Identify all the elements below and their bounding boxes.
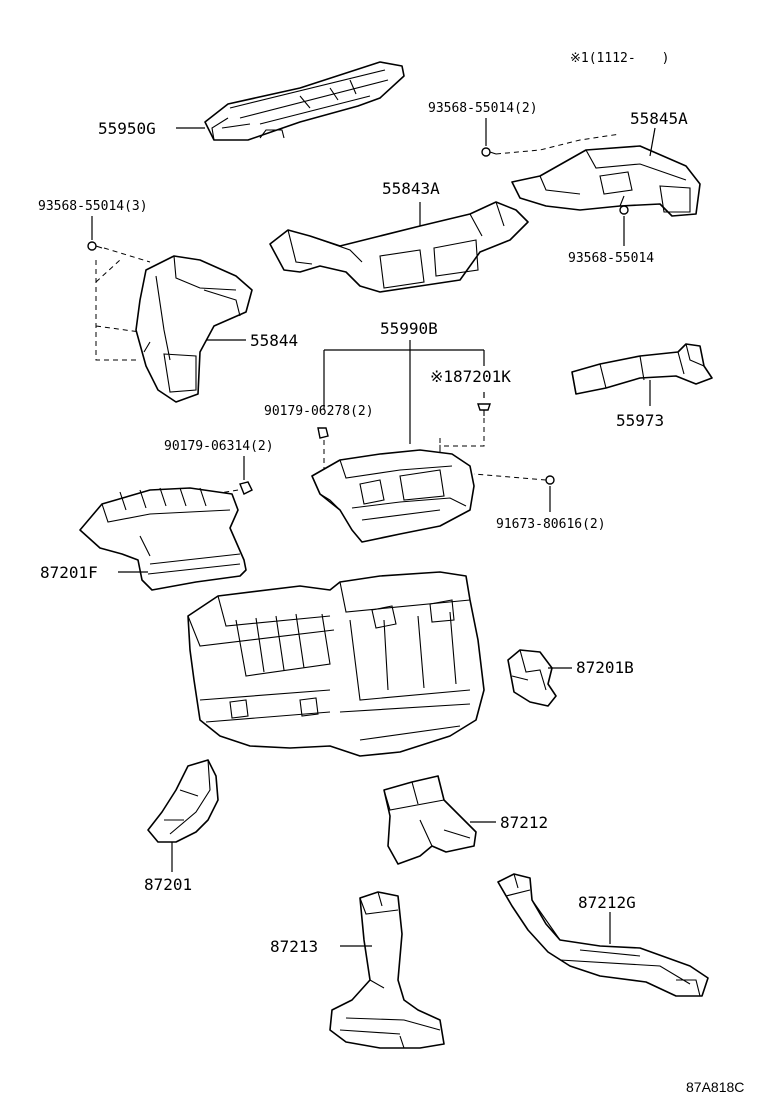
part-55843a[interactable] [269, 201, 529, 293]
part-55950g[interactable] [204, 61, 405, 141]
part-87212g[interactable] [497, 873, 709, 997]
bolt-91673-80616 [545, 475, 555, 485]
part-87201f[interactable] [79, 487, 247, 591]
bolt-93568-55014-3 [87, 241, 103, 251]
label-87213[interactable]: 87213 [270, 937, 318, 956]
label-91673-80616[interactable]: 91673-80616(2) [496, 517, 606, 532]
leader-55990b [323, 340, 485, 444]
label-55844[interactable]: 55844 [250, 331, 298, 350]
label-55845a[interactable]: 55845A [630, 109, 688, 128]
label-87201[interactable]: 87201 [144, 875, 192, 894]
label-87212g[interactable]: 87212G [578, 893, 636, 912]
part-55845a[interactable] [511, 145, 701, 217]
dashed-link-90179-06278 [323, 438, 441, 471]
label-93568-55014[interactable]: 93568-55014 [568, 251, 654, 266]
drawing-id: 87A818C [686, 1079, 744, 1095]
dashed-link-91673-80616 [473, 473, 547, 481]
label-87201f[interactable]: 87201F [40, 563, 98, 582]
label-90179-06278[interactable]: 90179-06278(2) [264, 404, 374, 419]
nut-90179-06278 [317, 427, 329, 439]
dashed-link-55845a [495, 133, 621, 155]
dashed-link-55844 [95, 247, 151, 361]
note-text: ※1(1112- ) [570, 51, 670, 66]
label-93568-55014-2[interactable]: 93568-55014(2) [428, 101, 538, 116]
bolt-93568-55014-2 [481, 147, 497, 157]
label-55843a[interactable]: 55843A [382, 179, 440, 198]
nut-90179-06314 [239, 481, 253, 495]
part-87201b[interactable] [507, 649, 557, 707]
label-55973[interactable]: 55973 [616, 411, 664, 430]
label-90179-06314[interactable]: 90179-06314(2) [164, 439, 274, 454]
bolt-93568-55014 [619, 205, 629, 215]
label-55950g[interactable]: 55950G [98, 119, 156, 138]
leader-55845a [649, 127, 656, 157]
clip-187201k [477, 403, 491, 416]
part-87201[interactable] [147, 759, 219, 843]
part-87212[interactable] [383, 775, 477, 865]
label-187201k[interactable]: ※187201K [430, 367, 511, 386]
label-55990b[interactable]: 55990B [380, 319, 438, 338]
label-87212[interactable]: 87212 [500, 813, 548, 832]
part-heater-unit[interactable] [187, 571, 485, 757]
part-87213[interactable] [329, 891, 445, 1049]
label-87201b[interactable]: 87201B [576, 658, 634, 677]
part-55990b[interactable] [311, 449, 475, 543]
part-55844[interactable] [135, 255, 253, 403]
label-93568-55014-3[interactable]: 93568-55014(3) [38, 199, 148, 214]
part-55973[interactable] [571, 343, 713, 395]
